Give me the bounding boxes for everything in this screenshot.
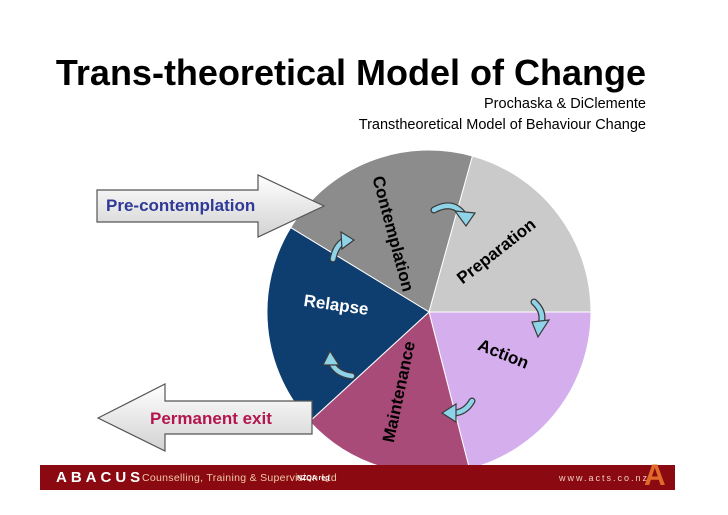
pre-contemplation-label: Pre-contemplation <box>106 196 255 215</box>
subtitle-model-name: Transtheoretical Model of Behaviour Chan… <box>358 117 646 133</box>
sector-preparation <box>428 155 592 313</box>
permanent-exit-label: Permanent exit <box>150 409 272 428</box>
footer-banner: ABACUS Counselling, Training & Supervisi… <box>40 459 675 492</box>
pre-contemplation-arrow <box>96 174 326 238</box>
footer-tagline: Counselling, Training & Supervision Ltd <box>142 472 337 484</box>
cycle-arrow-preparation-to-action <box>530 298 551 339</box>
page-title: Trans-theoretical Model of Change <box>55 52 646 93</box>
footer-brand: ABACUS <box>56 469 145 486</box>
abacus-logo-icon: A <box>644 459 666 492</box>
cycle-arrow-relapse-to-contemplation <box>329 230 356 263</box>
cycle-arrow-maintenance-to-relapse <box>322 349 356 380</box>
footer-accreditation: NZQA reg <box>297 475 330 482</box>
sector-action <box>428 311 592 470</box>
cycle-arrow-action-to-maintenance <box>440 397 476 424</box>
subtitle-authors: Prochaska & DiClemente <box>484 96 646 112</box>
permanent-exit-arrow <box>96 383 313 452</box>
footer-url: www.acts.co.nz <box>559 473 650 483</box>
cycle-arrow-contemplation-to-preparation <box>430 202 477 228</box>
